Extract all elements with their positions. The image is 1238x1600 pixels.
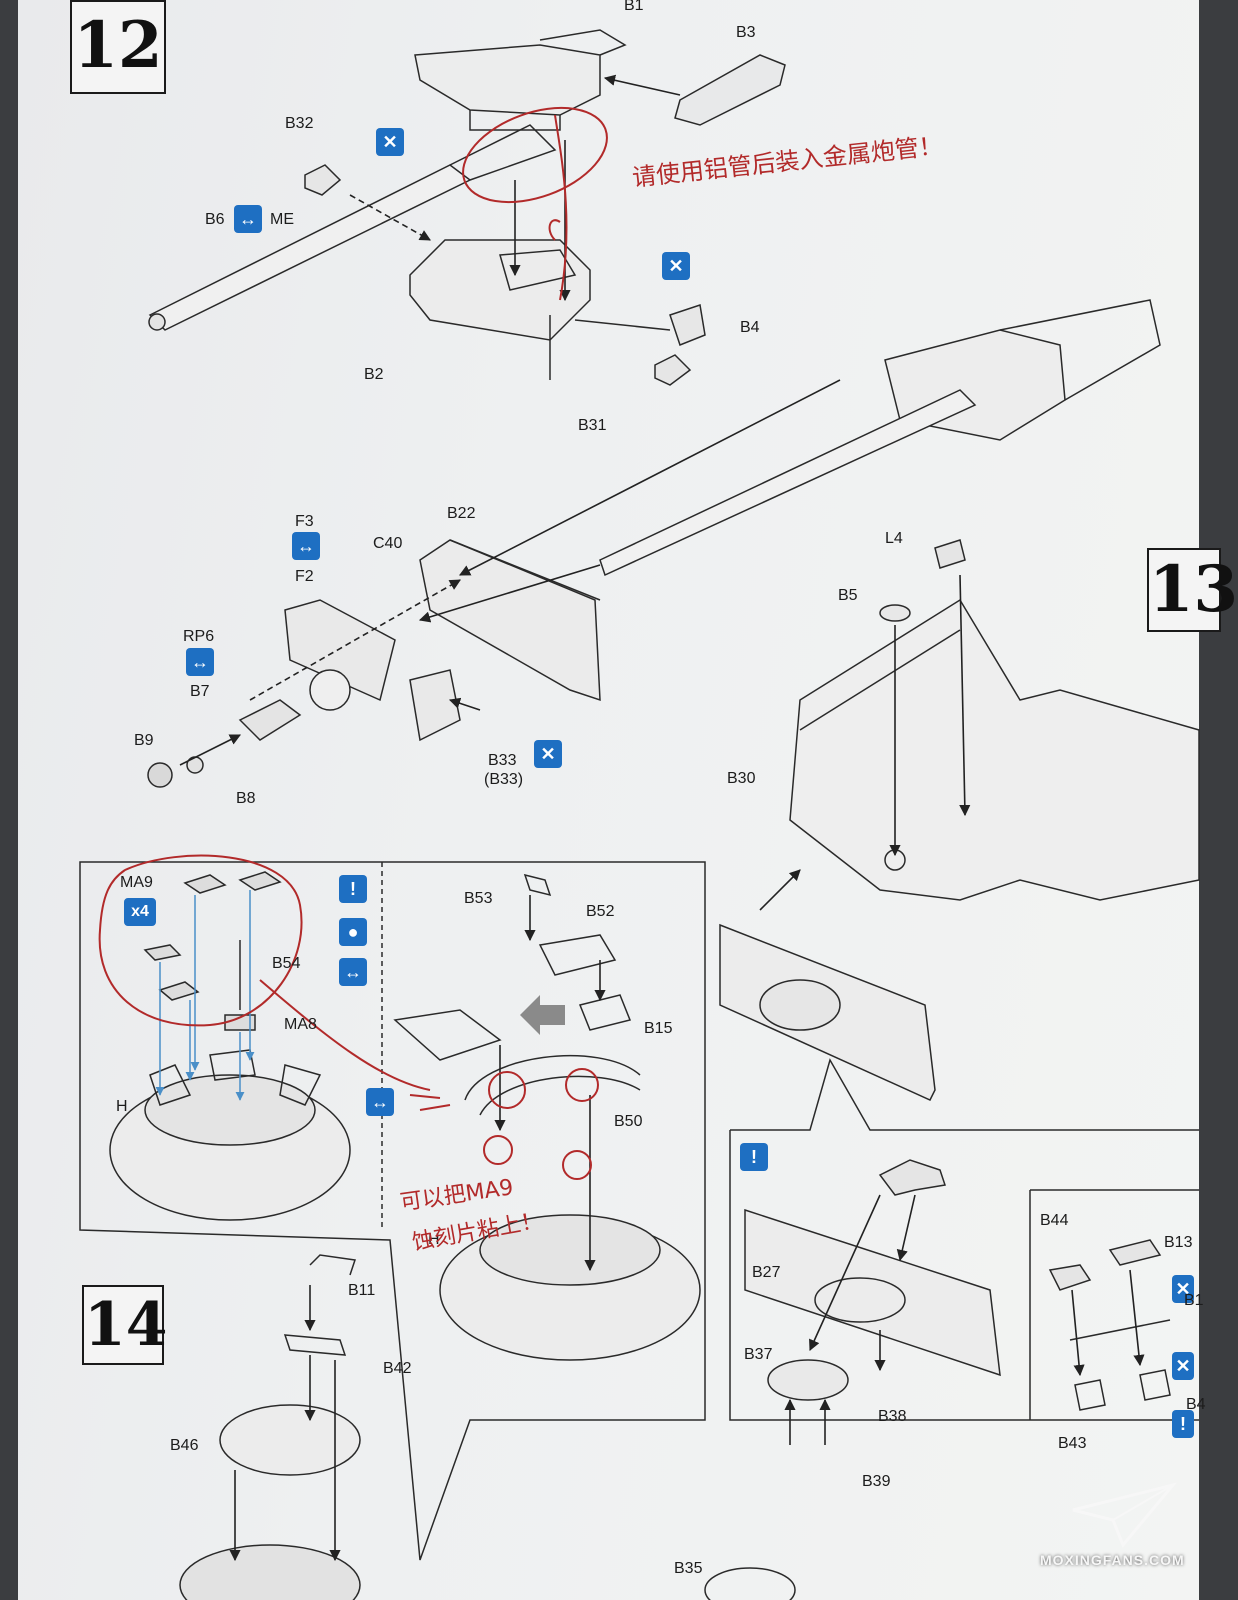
part-label-B22: B22 bbox=[447, 505, 476, 522]
watermark: MOXINGFANS.COM bbox=[1040, 1552, 1185, 1568]
do-not-glue-icon: ✕ bbox=[1172, 1275, 1194, 1303]
part-label-B33: B33 bbox=[488, 752, 517, 769]
part-label-H: H bbox=[428, 1231, 440, 1248]
part-label-C40: C40 bbox=[373, 535, 403, 552]
quantity-badge: x4 bbox=[124, 898, 156, 926]
part-label-B9: B9 bbox=[134, 732, 154, 749]
part-label-B44: B44 bbox=[1040, 1212, 1069, 1229]
part-label-B53: B53 bbox=[464, 890, 493, 907]
part-label-B35: B35 bbox=[674, 1560, 703, 1577]
part-label-B31: B31 bbox=[578, 417, 607, 434]
movable-part-icon: ↔ bbox=[366, 1088, 394, 1116]
part-label-B15: B15 bbox=[644, 1020, 673, 1037]
part-label-MA9: MA9 bbox=[120, 874, 153, 891]
part-label-F3: F3 bbox=[295, 513, 314, 530]
part-label-B3: B3 bbox=[736, 24, 756, 41]
part-label-B30: B30 bbox=[727, 770, 756, 787]
part-label-B27: B27 bbox=[752, 1264, 781, 1281]
part-label-B11: B11 bbox=[348, 1282, 376, 1299]
step-number-14: 14 bbox=[82, 1285, 168, 1365]
part-label-B4: B4 bbox=[1186, 1396, 1206, 1413]
part-label-B54: B54 bbox=[272, 955, 301, 972]
logo-icon bbox=[1072, 1482, 1178, 1548]
apply-glue-icon: ! bbox=[740, 1143, 768, 1171]
part-label-B39: B39 bbox=[862, 1473, 891, 1490]
part-label-B2: B2 bbox=[364, 366, 384, 383]
movable-part-icon: ↔ bbox=[186, 648, 214, 676]
part-label-B4: B4 bbox=[740, 319, 760, 336]
part-label-B52: B52 bbox=[586, 903, 615, 920]
part-label-RP6: RP6 bbox=[183, 628, 215, 645]
do-not-glue-icon: ✕ bbox=[662, 252, 690, 280]
part-label-B33-alt: (B33) bbox=[484, 771, 524, 788]
part-label-B13: B13 bbox=[1164, 1234, 1193, 1251]
part-label-B1: B1 bbox=[624, 0, 644, 14]
do-not-glue-icon: ✕ bbox=[1172, 1352, 1194, 1380]
part-label-B7: B7 bbox=[190, 683, 210, 700]
apply-liquid-glue-icon: ● bbox=[339, 918, 367, 946]
part-label-F2: F2 bbox=[295, 568, 314, 585]
part-label-ME: ME bbox=[270, 211, 294, 228]
part-label-B38: B38 bbox=[878, 1408, 907, 1425]
step-number-12: 12 bbox=[70, 0, 166, 94]
part-label-B50: B50 bbox=[614, 1113, 643, 1130]
do-not-glue-icon: ✕ bbox=[534, 740, 562, 768]
part-label-B8: B8 bbox=[236, 790, 256, 807]
movable-part-icon: ↔ bbox=[234, 205, 262, 233]
part-label-H: H bbox=[116, 1098, 128, 1115]
part-label-L4: L4 bbox=[885, 530, 903, 547]
apply-glue-icon: ! bbox=[339, 875, 367, 903]
movable-part-icon: ↔ bbox=[339, 958, 367, 986]
do-not-glue-icon: ✕ bbox=[376, 128, 404, 156]
part-label-B6: B6 bbox=[205, 211, 225, 228]
assembly-drawing bbox=[79, 29, 1200, 1600]
step-number-13: 13 bbox=[1147, 548, 1238, 632]
part-label-B46: B46 bbox=[170, 1437, 199, 1454]
part-label-B42: B42 bbox=[383, 1360, 412, 1377]
part-label-B5: B5 bbox=[838, 587, 858, 604]
part-label-MA8: MA8 bbox=[284, 1016, 317, 1033]
part-label-B37: B37 bbox=[744, 1346, 773, 1363]
part-label-B43: B43 bbox=[1058, 1435, 1087, 1452]
part-label-B32: B32 bbox=[285, 115, 314, 132]
part-label-B1: B1 bbox=[1184, 1292, 1204, 1309]
apply-glue-icon: ! bbox=[1172, 1410, 1194, 1438]
movable-part-icon: ↔ bbox=[292, 532, 320, 560]
